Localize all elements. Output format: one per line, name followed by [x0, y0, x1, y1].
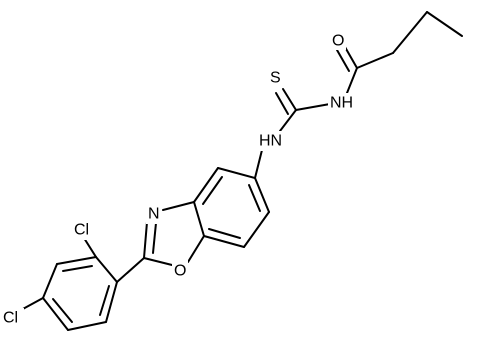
bond-chain-2	[392, 11, 428, 54]
bond-thiocarbon-hn	[279, 109, 297, 132]
bond-aryl-5	[67, 321, 107, 331]
bond-aryl-4d	[52, 298, 73, 323]
bond-benz-2d	[202, 176, 223, 205]
atom-cl-ortho: Cl	[74, 222, 89, 239]
bond-aryl-6d	[99, 285, 110, 316]
bond-benz-5	[243, 211, 270, 248]
atom-s-thio: S	[270, 70, 281, 87]
bond-carbonyl-a	[344, 46, 358, 69]
bond-aryl-6	[105, 281, 118, 323]
bond-benz-4d	[208, 228, 241, 239]
bond-ox-o-c7a	[187, 235, 205, 263]
bond-thio-a	[282, 88, 297, 111]
bond-ox-n-c2-b	[152, 222, 157, 254]
bond-cl-ortho	[83, 237, 97, 258]
bond-benz-6d	[248, 184, 261, 212]
bond-ox-c2-o	[143, 257, 173, 266]
bond-chain-3	[356, 52, 394, 69]
atom-o-ring: O	[174, 263, 186, 280]
bond-chain-1	[426, 11, 463, 37]
atom-o-carbonyl: O	[332, 33, 344, 50]
bond-nh-thiocarbon	[295, 103, 331, 111]
bond-benz-4	[203, 235, 245, 248]
bond-aryl-1	[95, 256, 118, 283]
atom-nh-amine: HN	[259, 133, 282, 150]
bond-benz-3	[193, 201, 205, 237]
bond-cl-para	[20, 297, 44, 311]
bond-thio-b	[275, 92, 289, 115]
atom-nh-amide: NH	[330, 95, 353, 112]
bond-carbonyl-b	[336, 49, 350, 72]
bond-aryl-3	[42, 263, 58, 299]
bond-aryl-2	[56, 256, 97, 265]
atom-labels: O NH S HN N O Cl Cl	[2, 30, 354, 328]
bond-ox-n-c2-a	[143, 221, 148, 259]
bond-aryl-2d	[62, 265, 93, 272]
atom-n-ring: N	[148, 206, 160, 223]
bond-c2-aryl	[116, 257, 145, 283]
bond-benz-6	[254, 177, 270, 213]
bond-ox-c3a-n	[162, 201, 195, 211]
bonds	[20, 11, 463, 331]
bond-benz-1	[217, 167, 256, 179]
bond-benz-2	[193, 167, 219, 203]
bond-aryl-4	[42, 297, 69, 331]
bond-hn-ring	[254, 149, 263, 179]
atom-cl-para: Cl	[3, 310, 18, 327]
